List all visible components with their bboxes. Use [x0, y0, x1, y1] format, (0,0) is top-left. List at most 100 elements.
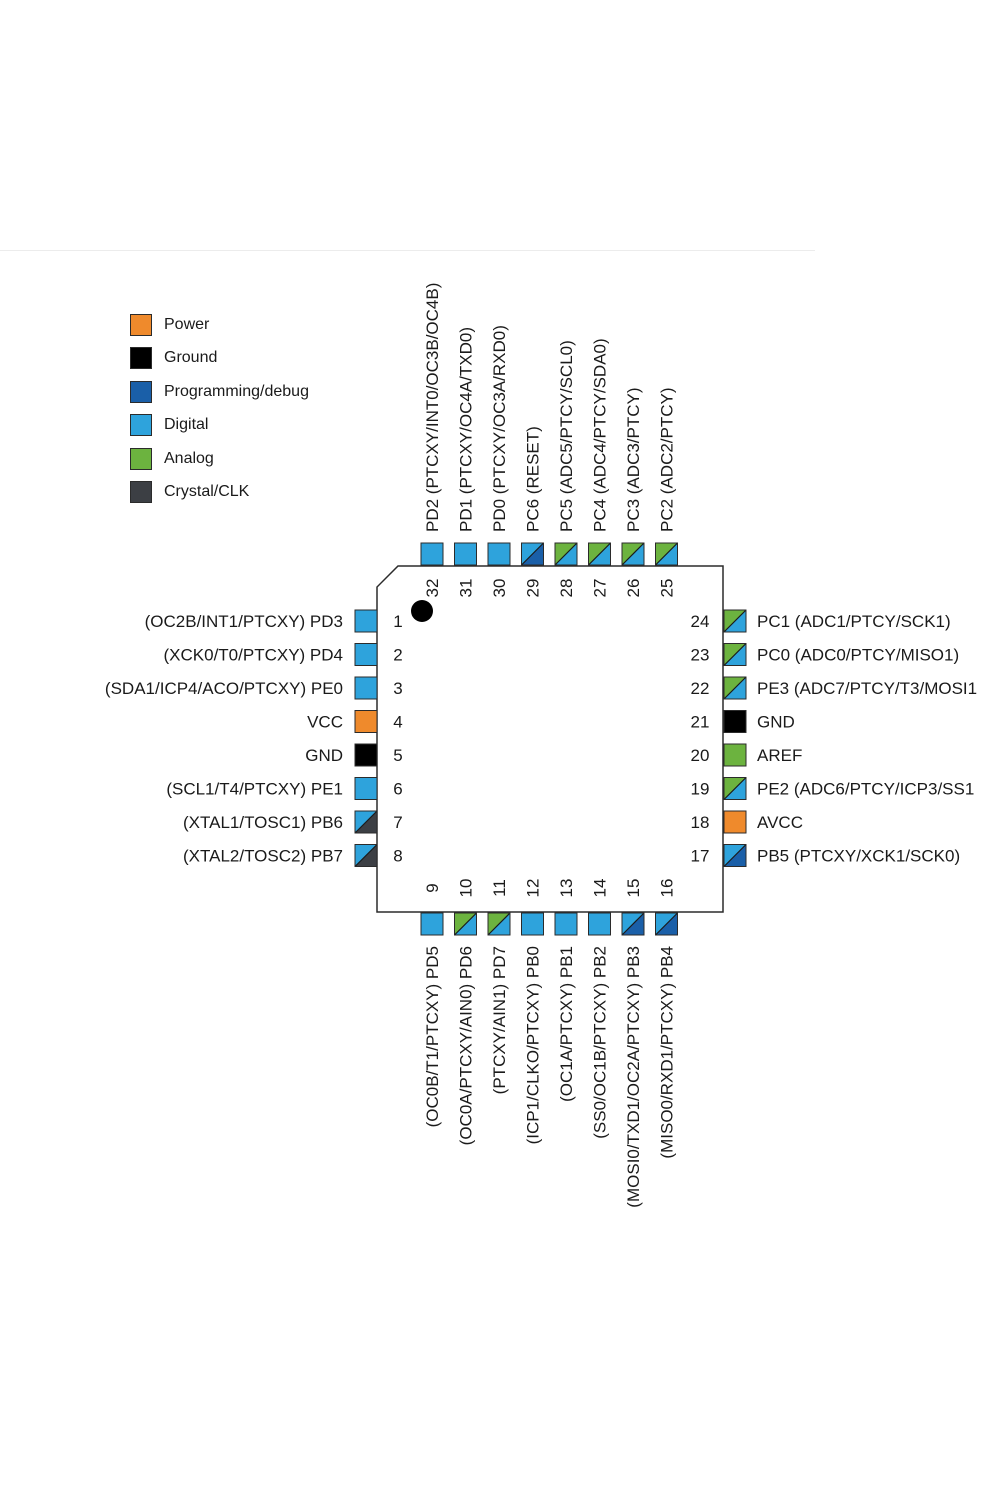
pin-pad-3-sda1icp4acoptcxy [354, 676, 378, 700]
pin1-marker-dot [411, 600, 433, 622]
pin-pad-outline [454, 912, 477, 936]
pin-pad-fill [724, 710, 746, 733]
pin-pad-32-pd2 [420, 542, 444, 566]
legend-label-analog: Analog [164, 449, 214, 467]
pin-number-1: 1 [393, 612, 402, 631]
pin-number-7: 7 [393, 813, 402, 832]
legend-item-ground: Ground [130, 342, 390, 376]
pin-number-4: 4 [393, 713, 402, 732]
pin-pad-fill [421, 913, 443, 935]
pin-pad-2-xck0t0ptcxy [354, 643, 378, 666]
pin-label-10: (OC0A/PTCXY/AIN0) PD6 [457, 946, 476, 1145]
legend-item-programming: Programming/debug [130, 375, 390, 409]
legend-item-crystal: Crystal/CLK [130, 476, 390, 510]
pin-label-22: PE3 (ADC7/PTCY/T3/MOSI1 [757, 679, 977, 698]
pin-pad-outline [354, 844, 378, 867]
pin-pad-fill [355, 744, 377, 766]
pin-number-21: 21 [691, 713, 710, 732]
pin-label-5: GND [305, 746, 343, 765]
pin-pad-fill [355, 710, 377, 733]
pin-pad-31-pd1 [454, 542, 477, 566]
pin-pad-outline [588, 542, 611, 566]
pin-pad-diagonal [655, 542, 678, 566]
pin-pad-outline [588, 912, 611, 936]
pin-number-16: 16 [658, 879, 677, 898]
legend-item-power: Power [130, 308, 390, 342]
pin-number-15: 15 [624, 879, 643, 898]
pin-pad-27-pc4 [588, 542, 611, 566]
pin-pad-fill [724, 811, 746, 833]
pin-label-3: (SDA1/ICP4/ACO/PTCXY) PE0 [105, 679, 343, 698]
pin-pad-9-oc0bt1ptcxy [420, 912, 444, 936]
pin-pad-outline [723, 777, 747, 800]
pin-label-24: PC1 (ADC1/PTCY/SCK1) [757, 612, 951, 631]
pin-number-18: 18 [691, 813, 710, 832]
pin-pad-outline [723, 676, 747, 700]
pin-pad-outline [487, 912, 511, 936]
pin-pad-diagonal [723, 777, 747, 800]
pin-label-30: PD0 (PTCXY/OC3A/RXD0) [490, 325, 509, 532]
pin-number-26: 26 [624, 579, 643, 598]
pin-pad-22-pe3 [723, 676, 747, 700]
pin-number-12: 12 [524, 879, 543, 898]
pin-number-25: 25 [658, 579, 677, 598]
pin-number-22: 22 [691, 679, 710, 698]
pin-label-16: (MISO0/RXD1/PTCXY) PB4 [658, 946, 677, 1159]
pin-number-8: 8 [393, 847, 402, 866]
pin-pad-diagonal [454, 912, 477, 936]
pin-pad-26-pc3 [621, 542, 645, 566]
pin-pad-fill [355, 610, 377, 632]
pin-label-25: PC2 (ADC2/PTCY) [658, 387, 677, 532]
pin-pad-10-oc0aptcxyain0 [454, 912, 477, 936]
pin-number-10: 10 [457, 879, 476, 898]
pin-label-18: AVCC [757, 813, 803, 832]
pin-number-19: 19 [691, 780, 710, 799]
legend-label-crystal: Crystal/CLK [164, 483, 250, 501]
pin-pad-outline [521, 912, 544, 936]
pin-label-11: (PTCXY/AIN1) PD7 [490, 946, 509, 1094]
pin-pad-outline [420, 912, 444, 936]
pin-pad-outline [354, 643, 378, 666]
pin-number-9: 9 [423, 883, 442, 892]
pin-pad-outline [621, 912, 645, 936]
pin-pad-outline [354, 676, 378, 700]
pin-pad-5-gnd [354, 743, 378, 767]
pin-number-24: 24 [691, 612, 710, 631]
pin-label-14: (SS0/OC1B/PTCXY) PB2 [591, 946, 610, 1139]
pin-pad-diagonal [723, 643, 747, 666]
pin-pad-outline [723, 710, 747, 733]
pin-pad-outline [354, 777, 378, 800]
pin-pad-17-pb5 [723, 844, 747, 867]
pin-pad-outline [723, 844, 747, 867]
pin-pad-diagonal [354, 844, 378, 867]
pin-pad-diagonal [723, 676, 747, 700]
pin-label-4: VCC [307, 713, 343, 732]
legend-swatch-programming [130, 380, 152, 403]
pin-label-7: (XTAL1/TOSC1) PB6 [183, 813, 343, 832]
pin-label-19: PE2 (ADC6/PTCY/ICP3/SS1 [757, 780, 974, 799]
pin-label-17: PB5 (PTCXY/XCK1/SCK0) [757, 847, 960, 866]
pin-pad-fill [521, 913, 544, 935]
pin-pad-fill [488, 543, 510, 565]
pin-label-1: (OC2B/INT1/PTCXY) PD3 [145, 612, 343, 631]
pin-number-14: 14 [591, 879, 610, 898]
pin-pad-diagonal [554, 542, 578, 566]
pin-number-23: 23 [691, 646, 710, 665]
pin-pad-outline [454, 542, 477, 566]
pin-label-15: (MOSI0/TXD1/OC2A/PTCXY) PB3 [624, 946, 643, 1208]
pin-pad-outline [655, 542, 678, 566]
pin-number-2: 2 [393, 646, 402, 665]
pin-pad-24-pc1 [723, 609, 747, 633]
pin-label-20: AREF [757, 746, 802, 765]
legend-label-digital: Digital [164, 416, 209, 434]
pin-pad-outline [723, 609, 747, 633]
pin-pad-1-oc2bint1ptcxy [354, 609, 378, 633]
pin-pad-outline [354, 710, 378, 733]
pin-number-32: 32 [423, 579, 442, 598]
pin-pad-11-ptcxyain1 [487, 912, 511, 936]
pin-pad-12-icp1clkoptcxy [521, 912, 544, 936]
pin-number-31: 31 [457, 579, 476, 598]
pin-label-31: PD1 (PTCXY/OC4A/TXD0) [457, 327, 476, 532]
